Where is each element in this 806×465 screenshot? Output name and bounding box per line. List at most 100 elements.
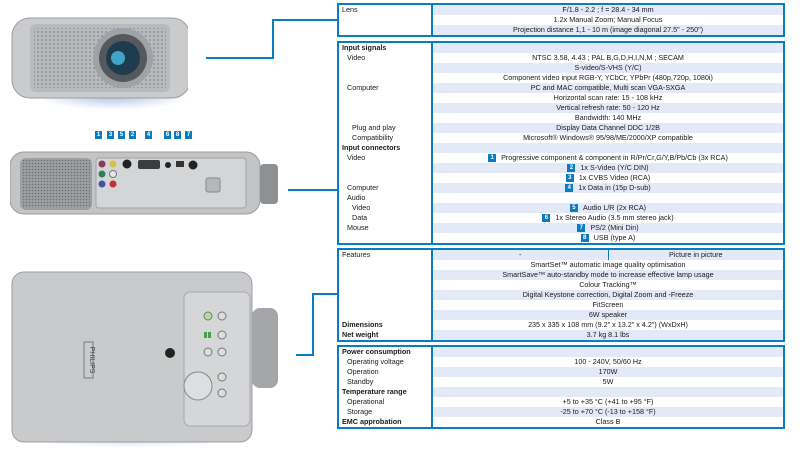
connector-line-features-h2 [312, 293, 337, 295]
spec-value-part: Picture in picture [668, 250, 723, 259]
spec-value: 1.2x Manual Zoom; Manual Focus [433, 15, 783, 25]
spec-value-text: PS/2 (Mini Din) [590, 223, 639, 232]
spec-value-text: Class B [595, 417, 621, 426]
spec-row: Computer PC and MAC compatible, Multi sca… [339, 83, 783, 93]
spec-value: Colour Tracking™ [433, 280, 783, 290]
connector-number-7: 7 [185, 131, 192, 139]
spec-value-text: 1x S-Video (Y/C DIN) [580, 163, 649, 172]
spec-label: Standby [339, 377, 433, 387]
spec-label [339, 290, 433, 300]
connector-badge: 3 [565, 174, 574, 183]
spec-label [339, 270, 433, 280]
connector-number-1: 1 [95, 131, 102, 139]
brand-logo: PHILIPS [88, 347, 95, 374]
connector-line-features-v [312, 293, 314, 356]
spec-label: Power consumption [339, 347, 433, 357]
spec-value: F/1.8 - 2.2 ; f = 28.4 - 34 mm [433, 5, 783, 15]
spec-value-text: Digital Keystone correction, Digital Zoo… [522, 290, 694, 299]
spec-label: Operation [339, 367, 433, 377]
spec-row: 3 1x CVBS Video (RCA) [339, 173, 783, 183]
spec-label: Compatibility [339, 133, 433, 143]
spec-value-text: NTSC 3.58, 4.43 ; PAL B,G,D,H,I,N,M ; SE… [532, 53, 684, 62]
spec-label: Audio [339, 193, 433, 203]
connector-number-5: 5 [118, 131, 125, 139]
spec-label: Input signals [339, 43, 433, 53]
spec-label [339, 310, 433, 320]
spec-label: Features [339, 250, 433, 260]
connector-line-inputs [288, 189, 337, 191]
spec-value-text: Horizontal scan rate: 15 - 108 kHz [553, 93, 663, 102]
spec-row: Bandwidth: 140 MHz [339, 113, 783, 123]
spec-value: Vertical refresh rate: 50 - 120 Hz [433, 103, 783, 113]
spec-label [339, 173, 433, 183]
spec-value-text: PC and MAC compatible, Multi scan VGA-SX… [530, 83, 686, 92]
spec-value: 3.7 kg 8.1 lbs [433, 330, 783, 340]
spec-value [433, 143, 783, 153]
spec-label: Net weight [339, 330, 433, 340]
spec-label: Storage [339, 407, 433, 417]
spec-row: Audio [339, 193, 783, 203]
spec-label [339, 113, 433, 123]
spec-value: Horizontal scan rate: 15 - 108 kHz [433, 93, 783, 103]
connector-badge: 7 [577, 224, 586, 233]
spec-value-text: Vertical refresh rate: 50 - 120 Hz [556, 103, 660, 112]
spec-row: Video NTSC 3.58, 4.43 ; PAL B,G,D,H,I,N,M… [339, 53, 783, 63]
spec-value-text: 6W speaker [588, 310, 628, 319]
spec-row: Operational+5 to +35 °C (+41 to +95 °F) [339, 397, 783, 407]
spec-label: Data [339, 213, 433, 223]
spec-label: Input connectors [339, 143, 433, 153]
spec-value-text: +5 to +35 °C (+41 to +95 °F) [562, 397, 654, 406]
spec-label: Video [339, 53, 433, 63]
spec-label [339, 280, 433, 290]
spec-row: Component video input RGB-Y, YCbCr, YPbP… [339, 73, 783, 83]
spec-label: Lens [339, 5, 433, 15]
spec-value: 5W [433, 377, 783, 387]
spec-value: +5 to +35 °C (+41 to +95 °F) [433, 397, 783, 407]
projector-rear-image [10, 150, 280, 218]
connector-line-features [296, 354, 314, 356]
spec-label: Computer [339, 83, 433, 93]
spec-row: Projection distance 1,1 - 10 m (image di… [339, 25, 783, 35]
spec-row: Input signals [339, 43, 783, 53]
connector-badge: 1 [488, 154, 497, 163]
spec-value-text: Microsoft® Windows® 95/98/ME/2000/XP com… [523, 133, 693, 142]
spec-value-text: 1x Data in (15p D-sub) [578, 183, 651, 192]
spec-value-text: 1x CVBS Video (RCA) [578, 173, 651, 182]
spec-label [339, 163, 433, 173]
spec-value: Bandwidth: 140 MHz [433, 113, 783, 123]
spec-value-text: SmartSet™ automatic image quality optimi… [530, 260, 686, 269]
spec-value: S-video/S-VHS (Y/C) [433, 63, 783, 73]
spec-label: Video [339, 203, 433, 213]
spec-row: 6W speaker [339, 310, 783, 320]
spec-value: 235 x 335 x 108 mm (9.2" x 13.2" x 4.2")… [433, 320, 783, 330]
spec-value-text: 100 - 240V, 50/60 Hz [574, 357, 642, 366]
spec-label: Dimensions [339, 320, 433, 330]
spec-label: EMC approbation [339, 417, 433, 427]
spec-value: 7 PS/2 (Mini Din) [433, 223, 783, 233]
spec-row: Storage-25 to +70 °C (-13 to +158 °F) [339, 407, 783, 417]
spec-value-text: FitScreen [592, 300, 624, 309]
spec-label: Temperature range [339, 387, 433, 397]
spec-row: Standby 5W [339, 377, 783, 387]
spec-value-text: 5W [602, 377, 614, 386]
spec-value [433, 387, 783, 397]
spec-value: -Picture in picture [433, 250, 783, 260]
spec-label [339, 103, 433, 113]
spec-label [339, 73, 433, 83]
spec-value: Projection distance 1,1 - 10 m (image di… [433, 25, 783, 35]
connector-number-8: 8 [174, 131, 181, 139]
spec-row: Horizontal scan rate: 15 - 108 kHz [339, 93, 783, 103]
spec-row: SmartSave™ auto-standby mode to increase… [339, 270, 783, 280]
connector-number-2: 2 [129, 131, 136, 139]
spec-label [339, 63, 433, 73]
